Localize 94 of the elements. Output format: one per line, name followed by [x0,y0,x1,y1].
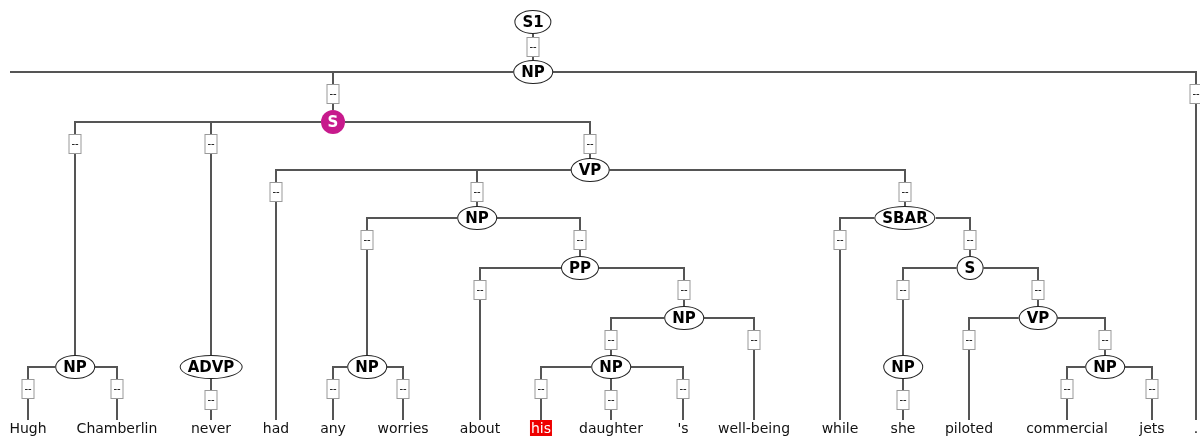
tree-branch-line [551,71,1197,421]
edge-label: -- [604,330,618,350]
tree-branch-line [608,169,906,207]
word-token: commercial [1025,420,1109,436]
edge-label: -- [204,134,218,154]
edge-label: -- [204,389,218,410]
word-token: about [458,420,502,436]
tree-branch-line [385,366,404,421]
edge-label: -- [21,379,35,399]
edge-label: -- [583,134,597,154]
word-token: Chamberlin [75,420,159,436]
tree-node-ellipse: SBAR [874,206,936,230]
edge-label: -- [534,379,548,399]
edge-label: -- [747,330,761,350]
tree-branch-line [610,378,612,421]
tree-branch-line [839,217,876,421]
word-token: Hugh [8,420,48,436]
tree-node-ellipse: S1 [514,10,552,34]
tree-branch-line [968,317,1020,421]
tree-branch-line [366,217,459,356]
tree-branch-line [532,33,534,61]
edge-label: -- [573,230,587,250]
edge-label: -- [833,230,847,250]
edge-label: -- [1189,84,1200,104]
tree-branch-line [702,317,755,421]
word-token: had [261,420,291,436]
tree-branch-line [1123,366,1153,421]
tree-branch-line [982,267,1039,307]
edge-label: -- [110,379,124,399]
tree-branch-line [27,366,57,421]
edge-label: -- [526,37,540,57]
tree-node-ellipse: VP [1018,306,1058,330]
edge-label: -- [963,230,977,250]
tree-branch-line [902,378,904,421]
tree-node-ellipse: NP [883,355,923,379]
word-token: worries [376,420,430,436]
tree-node-ellipse: NP [664,306,704,330]
edge-label: -- [1031,280,1045,300]
edge-label: -- [68,134,82,154]
word-token: never [189,420,233,436]
edge-label: -- [898,182,912,202]
tree-node-ellipse: VP [570,158,610,182]
word-token: . [1192,420,1200,436]
edge-label: -- [962,330,976,350]
word-token: his [529,420,553,436]
edge-label: -- [470,182,484,202]
tree-branch-line [1056,317,1106,356]
word-token: daughter [578,420,644,436]
tree-branch-line [344,121,591,159]
edge-label: -- [1145,379,1159,399]
tree-branch-line [479,267,562,421]
tree-branch-line [629,366,684,421]
word-token: she [889,420,917,436]
edge-label: -- [1060,379,1074,399]
tree-branch-line [598,267,685,307]
tree-branch-line [902,267,958,356]
tree-branch-line [1066,366,1087,421]
word-token: 's [676,420,690,436]
tree-branch-line [934,217,971,257]
tree-node-ellipse: NP [55,355,95,379]
word-token: any [319,420,347,436]
edge-label: -- [676,379,690,399]
tree-node-ellipse: NP [347,355,387,379]
tree-branch-line [93,366,118,421]
edge-label: -- [604,389,618,410]
edge-label: -- [326,379,340,399]
tree-branch-line [495,217,581,257]
tree-node-ellipse: PP [561,256,599,280]
edge-label: -- [896,280,910,300]
tree-node-ellipse: NP [591,355,631,379]
edge-label: -- [1098,330,1112,350]
word-token: while [820,420,860,436]
edge-label: -- [269,182,283,202]
edge-label: -- [396,379,410,399]
edge-label: -- [473,280,487,300]
edge-label: -- [360,230,374,250]
tree-branch-line [540,366,593,421]
tree-node-ellipse: S [956,256,984,280]
tree-branch-line [210,121,322,356]
tree-node-ellipse: NP [457,206,497,230]
word-token: piloted [943,420,995,436]
tree-branch-line [332,71,515,111]
edge-label: -- [326,84,340,104]
word-token: well-being [717,420,791,436]
tree-branch-line [476,169,572,207]
word-token: jets [1138,420,1166,436]
edge-label: -- [896,389,910,410]
tree-node-ellipse: NP [1085,355,1125,379]
tree-node-ellipse: NP [513,60,553,84]
tree-branch-line [332,366,349,421]
tree-branch-line [610,317,666,356]
edge-label: -- [677,280,691,300]
tree-branch-line [210,378,212,421]
tree-node-ellipse: ADVP [179,355,243,379]
